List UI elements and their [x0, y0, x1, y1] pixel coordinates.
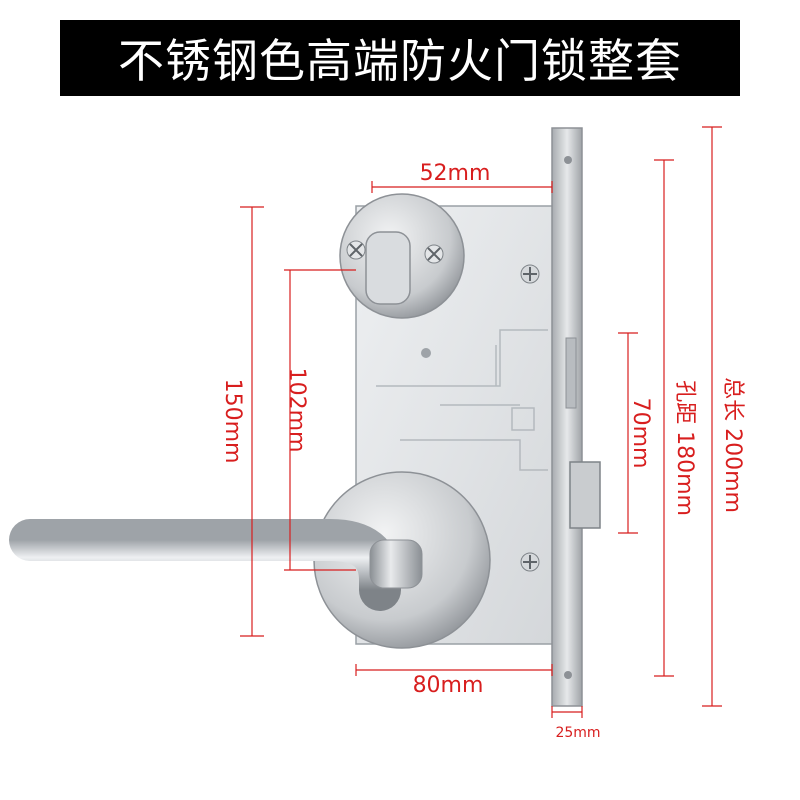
thumb-turn	[339, 193, 465, 319]
dim-label-180: 孔距 180mm	[672, 380, 697, 516]
dim-label-52: 52mm	[420, 161, 491, 186]
dim-label-80: 80mm	[413, 673, 484, 698]
latch-bolt	[569, 461, 601, 529]
dim-label-70: 70mm	[628, 398, 653, 469]
body-screws	[421, 264, 540, 572]
faceplate	[551, 127, 601, 707]
lever-handle	[9, 471, 491, 649]
dim-label-102: 102mm	[284, 368, 309, 453]
title-banner: 不锈钢色高端防火门锁整套	[60, 20, 740, 96]
dim-label-25: 25mm	[555, 725, 600, 741]
faceplate-screw-hole-top	[564, 156, 572, 164]
faceplate-screw-hole-bottom	[564, 671, 572, 679]
product-title: 不锈钢色高端防火门锁整套	[118, 34, 682, 88]
dimension-lines	[240, 126, 722, 718]
dim-label-150: 150mm	[220, 379, 245, 464]
dim-label-200: 总长 200mm	[720, 377, 745, 513]
